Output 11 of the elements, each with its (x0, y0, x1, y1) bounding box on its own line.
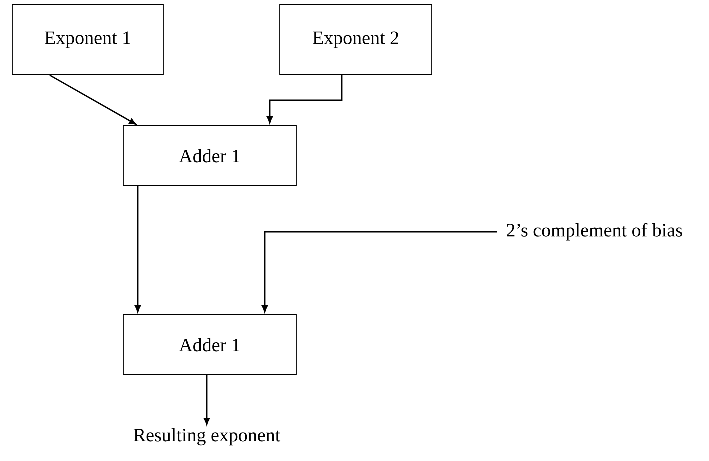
input-label: 2’s complement of bias (507, 223, 682, 241)
arrow (135, 186, 141, 312)
process-box: Adder 1 (123, 314, 297, 376)
arrow (262, 231, 497, 312)
arrow (50, 74, 136, 125)
arrow (204, 375, 210, 426)
arrow (267, 75, 343, 124)
process-box: Exponent 1 (12, 4, 164, 76)
process-box: Exponent 2 (280, 4, 432, 76)
process-box: Adder 1 (123, 126, 297, 186)
output-label: Resulting exponent (134, 428, 281, 446)
